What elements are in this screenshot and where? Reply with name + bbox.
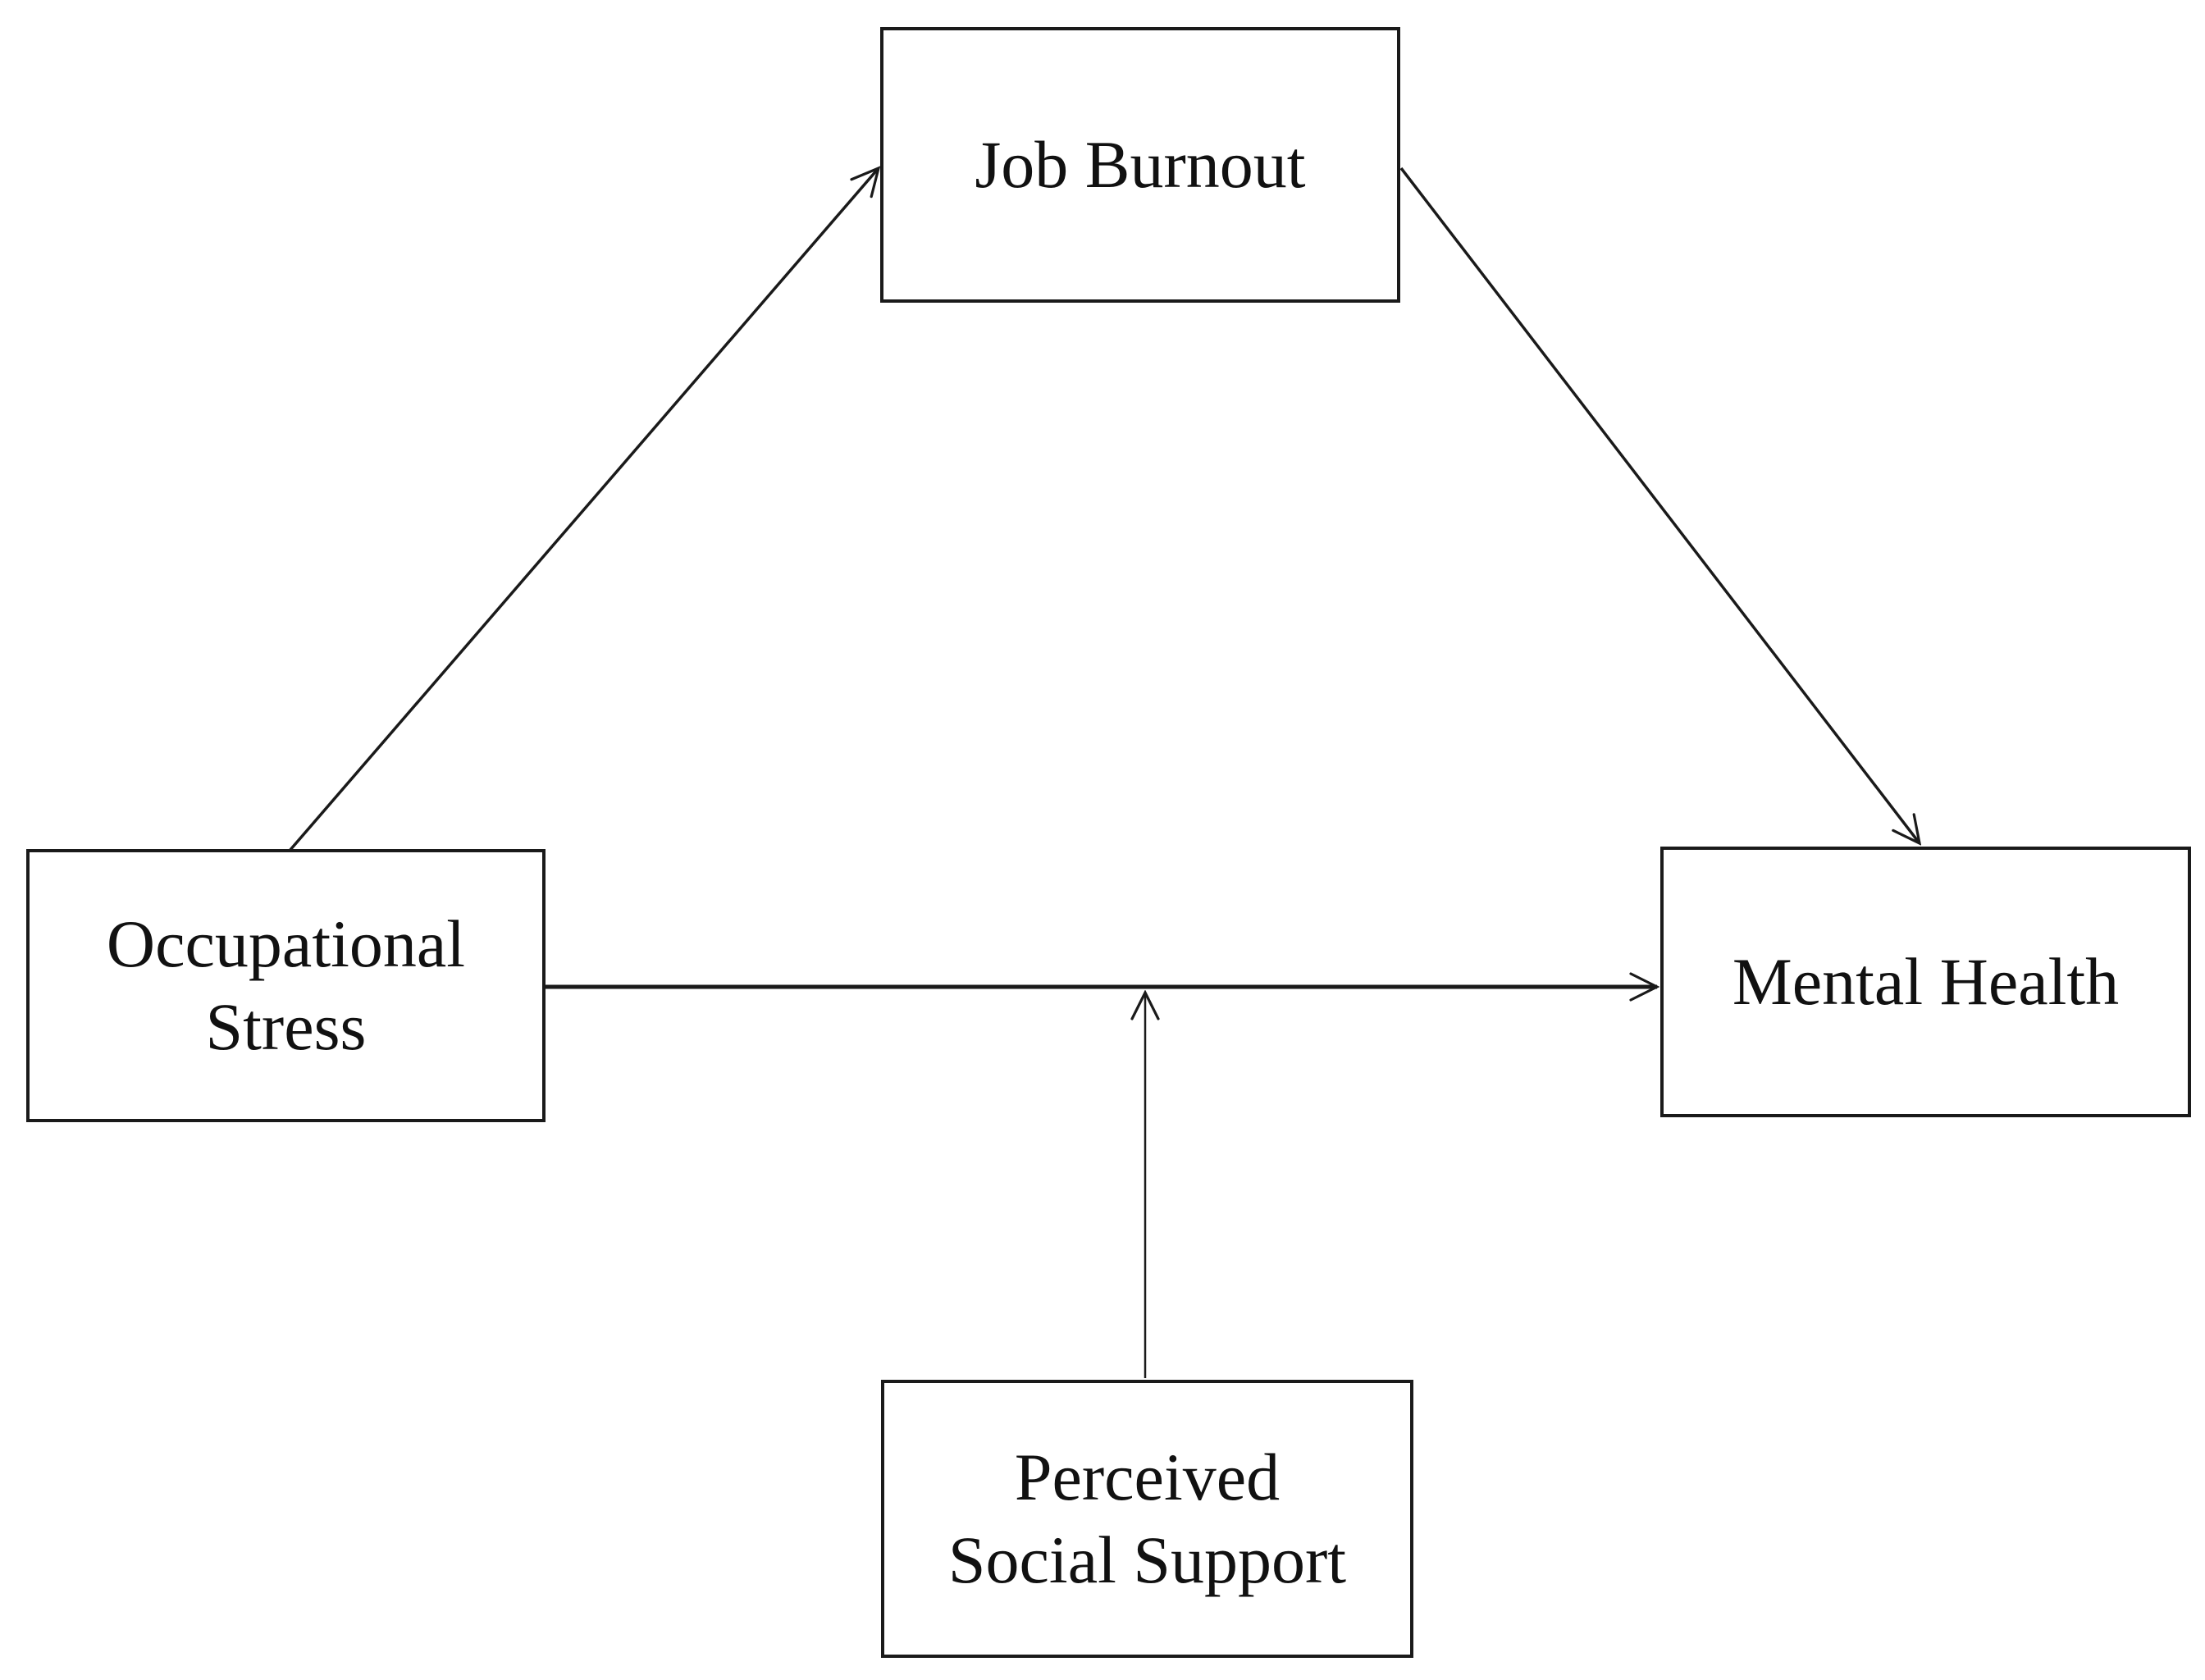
node-mental-health-label: Mental Health: [1732, 943, 2120, 1019]
node-perceived-social-support: Perceived Social Support: [881, 1380, 1413, 1658]
edge-occupational-stress-to-job-burnout: [288, 168, 879, 852]
edge-job-burnout-to-mental-health: [1399, 167, 1920, 843]
node-perceived-social-support-label: Perceived Social Support: [947, 1440, 1347, 1597]
node-job-burnout: Job Burnout: [880, 27, 1400, 303]
node-mental-health: Mental Health: [1660, 847, 2191, 1117]
node-occupational-stress-label: Occupational Stress: [106, 906, 466, 1064]
node-job-burnout-label: Job Burnout: [975, 126, 1306, 202]
node-occupational-stress: Occupational Stress: [26, 849, 546, 1122]
